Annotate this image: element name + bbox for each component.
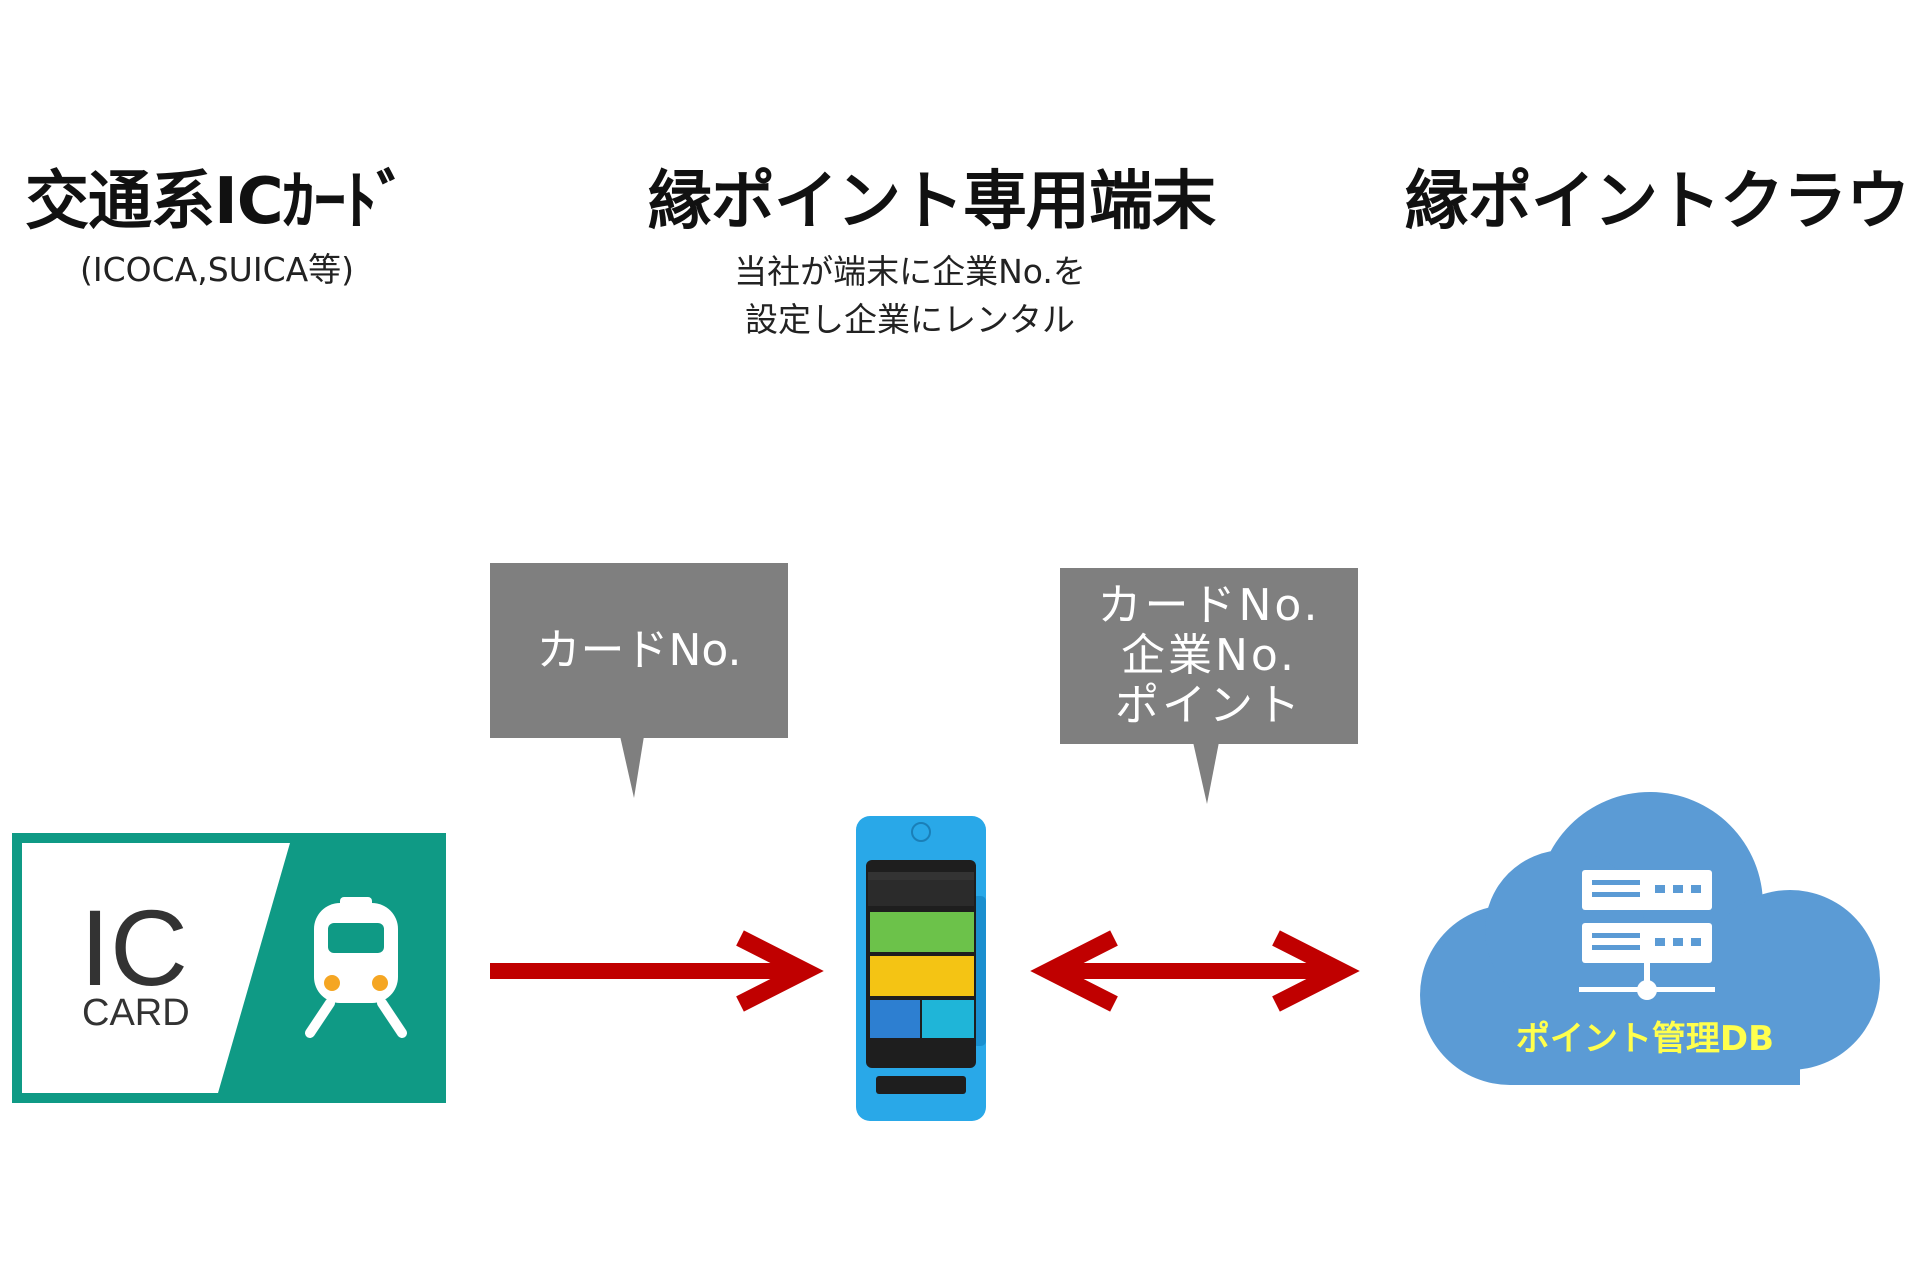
callout-card-company-point: カードNo. 企業No. ポイント — [1060, 568, 1358, 744]
terminal-description: 当社が端末に企業No.を 設定し企業にレンタル — [700, 248, 1120, 344]
cloud-image: ポイント管理DB — [1420, 792, 1880, 1085]
ic-logo-text: IC — [80, 887, 188, 1008]
cloud-title: 縁ポイントクラウド — [1405, 165, 1920, 239]
callout-line-point: ポイント — [1115, 680, 1303, 731]
terminal-title: 縁ポイント専用端末 — [648, 165, 1216, 239]
ic-card-title: 交通系ICｶｰﾄﾞ — [25, 165, 409, 239]
callout-card-number-text: カードNo. — [536, 624, 742, 676]
ic-card-subtitle: (ICOCA,SUICA等) — [80, 250, 355, 289]
callout-line-company-number: 企業No. — [1120, 630, 1298, 681]
callout-card-number: カードNo. — [490, 563, 788, 738]
arrow-card-to-terminal — [490, 930, 824, 1012]
arrow-terminal-cloud-bidirectional — [1030, 930, 1360, 1012]
callout-card-company-point-pointer — [1193, 742, 1219, 804]
card-logo-text: CARD — [82, 992, 190, 1034]
terminal-description-line2: 設定し企業にレンタル — [745, 300, 1075, 339]
terminal-description-line1: 当社が端末に企業No.を — [734, 252, 1086, 291]
train-icon — [305, 897, 407, 1038]
pos-terminal-image — [856, 816, 986, 1121]
point-db-label: ポイント管理DB — [1516, 1019, 1774, 1059]
callout-line-card-number: カードNo. — [1097, 580, 1321, 631]
ic-card-image: IC CARD — [12, 833, 446, 1103]
callout-card-number-pointer — [620, 736, 644, 798]
